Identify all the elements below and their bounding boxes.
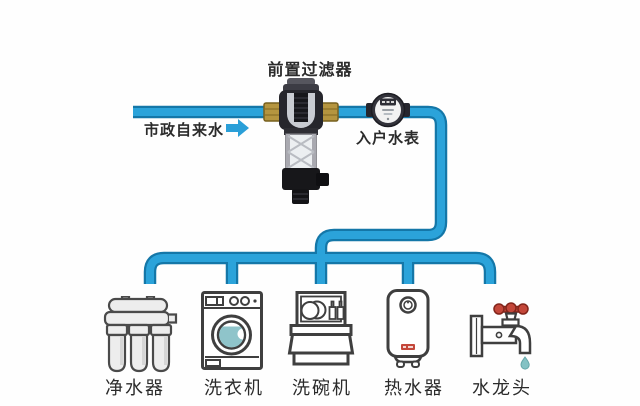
dishwasher-icon bbox=[287, 291, 355, 366]
dishwasher-label: 洗碗机 bbox=[292, 378, 352, 399]
prefilter-device-icon bbox=[263, 78, 339, 204]
water-meter-icon bbox=[366, 92, 410, 128]
water-heater-label: 热水器 bbox=[384, 378, 444, 399]
flow-arrow-icon bbox=[226, 119, 249, 137]
faucet-icon bbox=[469, 302, 532, 370]
washing-machine-label: 洗衣机 bbox=[204, 378, 264, 399]
washing-machine-icon bbox=[201, 291, 263, 370]
faucet-label: 水龙头 bbox=[472, 378, 532, 399]
water-heater-icon bbox=[386, 289, 430, 368]
water-meter-label: 入户水表 bbox=[356, 129, 421, 147]
municipal-water-label: 市政自来水 bbox=[144, 121, 225, 139]
prefilter-title: 前置过滤器 bbox=[267, 60, 353, 79]
water-purifier-label: 净水器 bbox=[105, 378, 165, 399]
water-purifier-icon bbox=[103, 296, 178, 373]
